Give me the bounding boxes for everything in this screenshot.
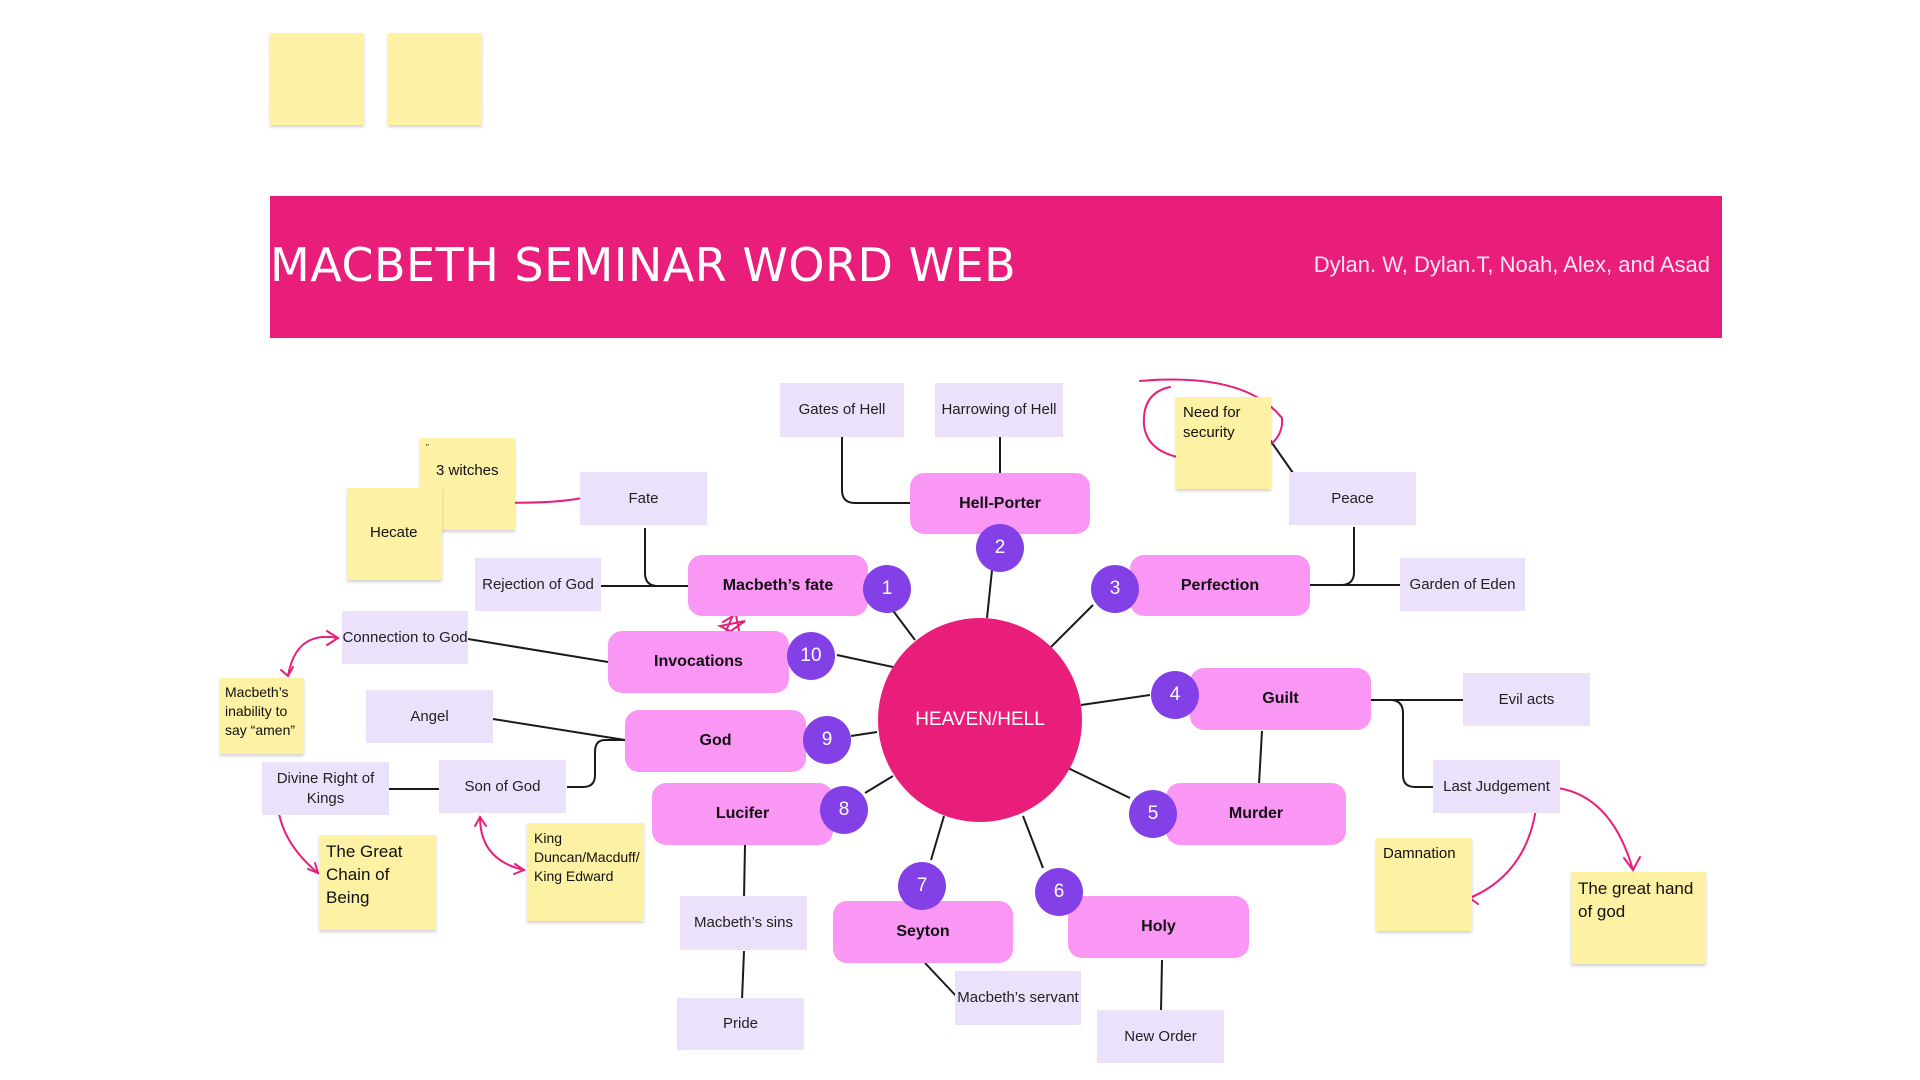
theme-number-badge: 3 bbox=[1091, 565, 1139, 613]
note-text: 3 witches bbox=[436, 462, 499, 479]
note-text: The great hand of god bbox=[1578, 879, 1694, 921]
new-order-box[interactable]: New Order bbox=[1097, 1010, 1224, 1063]
pride-box[interactable]: Pride bbox=[677, 998, 804, 1050]
peace-box[interactable]: Peace bbox=[1289, 472, 1416, 525]
theme-label: Lucifer bbox=[715, 805, 770, 822]
note-text: Hecate bbox=[370, 524, 418, 541]
theme-node-seyton[interactable]: Seyton bbox=[833, 901, 1013, 963]
son-of-god-box[interactable]: Son of God bbox=[439, 760, 566, 813]
great-chain-note[interactable]: The Great Chain of Being bbox=[319, 835, 436, 930]
blank-sticky-note[interactable] bbox=[388, 33, 482, 125]
theme-number-badge: 6 bbox=[1035, 868, 1083, 916]
kings-note[interactable]: King Duncan/Macduff/ King Edward bbox=[527, 823, 644, 921]
divine-right-of-kings-box[interactable]: Divine Right of Kings bbox=[262, 762, 389, 815]
macbeths-servant-box[interactable]: Macbeth’s servant bbox=[955, 971, 1081, 1025]
title-banner bbox=[270, 196, 1722, 338]
theme-number-badge: 2 bbox=[976, 524, 1024, 572]
hecate-note[interactable]: Hecate bbox=[347, 488, 442, 580]
angel-box[interactable]: Angel bbox=[366, 690, 493, 743]
theme-number-badge: 9 bbox=[803, 716, 851, 764]
note-text: Need for security bbox=[1183, 404, 1241, 442]
central-topic-label: HEAVEN/HELL bbox=[915, 709, 1045, 730]
need-for-security-note[interactable]: Need for security bbox=[1176, 397, 1271, 489]
harrowing-of-hell-box[interactable]: Harrowing of Hell bbox=[935, 383, 1063, 437]
gates-of-hell-box[interactable]: Gates of Hell bbox=[780, 383, 904, 437]
theme-node-lucifer[interactable]: Lucifer bbox=[652, 783, 833, 845]
theme-label: Seyton bbox=[896, 923, 950, 940]
theme-label: Hell-Porter bbox=[959, 494, 1041, 512]
note-text: The Great Chain of Being bbox=[326, 842, 403, 907]
amen-note[interactable]: Macbeth’s inability to say “amen” bbox=[220, 678, 304, 754]
theme-label: Holy bbox=[1141, 918, 1176, 935]
page-title: MACBETH SEMINAR WORD WEB bbox=[270, 238, 1017, 292]
theme-node-murder[interactable]: Murder bbox=[1166, 783, 1346, 845]
theme-label: Invocations bbox=[654, 653, 743, 670]
theme-node-macbeths-fate[interactable]: Macbeth’s fate bbox=[688, 555, 868, 616]
great-hand-of-god-note[interactable]: The great hand of god bbox=[1571, 872, 1706, 964]
note-text: Macbeth’s inability to say “amen” bbox=[225, 684, 296, 738]
theme-label: Macbeth’s fate bbox=[722, 576, 834, 594]
note-text: King Duncan/Macduff/ King Edward bbox=[534, 830, 640, 884]
theme-label: Guilt bbox=[1262, 690, 1299, 707]
evil-acts-box[interactable]: Evil acts bbox=[1463, 673, 1590, 726]
fate-box[interactable]: Fate bbox=[580, 472, 707, 525]
theme-label: Perfection bbox=[1180, 576, 1260, 594]
rejection-of-god-box[interactable]: Rejection of God bbox=[475, 558, 601, 611]
blank-sticky-note[interactable] bbox=[270, 33, 364, 125]
theme-number-badge: 5 bbox=[1129, 790, 1177, 838]
theme-node-invocations[interactable]: Invocations bbox=[608, 631, 789, 693]
central-topic-node[interactable]: HEAVEN/HELL bbox=[878, 618, 1082, 822]
last-judgement-box[interactable]: Last Judgement bbox=[1433, 760, 1560, 813]
theme-number-badge: 8 bbox=[820, 786, 868, 834]
garden-of-eden-box[interactable]: Garden of Eden bbox=[1400, 558, 1525, 611]
theme-node-hell-porter[interactable]: Hell-Porter bbox=[910, 473, 1090, 534]
damnation-note[interactable]: Damnation bbox=[1376, 838, 1472, 931]
quote-mark: " bbox=[426, 443, 429, 452]
note-text: Damnation bbox=[1383, 845, 1456, 862]
authors-label: Dylan. W, Dylan.T, Noah, Alex, and Asad bbox=[1313, 252, 1710, 277]
theme-label: Murder bbox=[1228, 805, 1284, 822]
theme-number-badge: 10 bbox=[787, 632, 835, 680]
theme-node-holy[interactable]: Holy bbox=[1068, 896, 1249, 958]
theme-number-badge: 1 bbox=[863, 565, 911, 613]
theme-node-perfection[interactable]: Perfection bbox=[1130, 555, 1310, 616]
theme-node-guilt[interactable]: Guilt bbox=[1190, 668, 1371, 730]
theme-node-god[interactable]: God bbox=[625, 710, 806, 772]
connection-to-god-box[interactable]: Connection to God bbox=[342, 611, 468, 664]
theme-number-badge: 4 bbox=[1151, 671, 1199, 719]
theme-number-badge: 7 bbox=[898, 862, 946, 910]
theme-label: God bbox=[699, 732, 732, 749]
macbeths-sins-box[interactable]: Macbeth’s sins bbox=[680, 896, 807, 950]
